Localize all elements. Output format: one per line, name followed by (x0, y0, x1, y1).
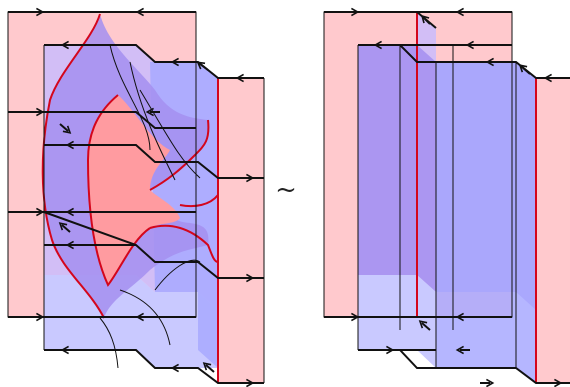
right-right-sheet (536, 78, 570, 383)
right-light-blue (358, 275, 436, 368)
left-right-sheet (218, 78, 264, 383)
right-diagram (323, 7, 570, 387)
left-diagram (7, 7, 265, 387)
left-edges (8, 7, 264, 387)
equivalence-symbol: ~ (275, 175, 297, 205)
left-blue-lower (44, 275, 218, 368)
right-edges (324, 7, 570, 387)
right-blue-band (436, 62, 536, 383)
left-red-seams (41, 13, 219, 383)
